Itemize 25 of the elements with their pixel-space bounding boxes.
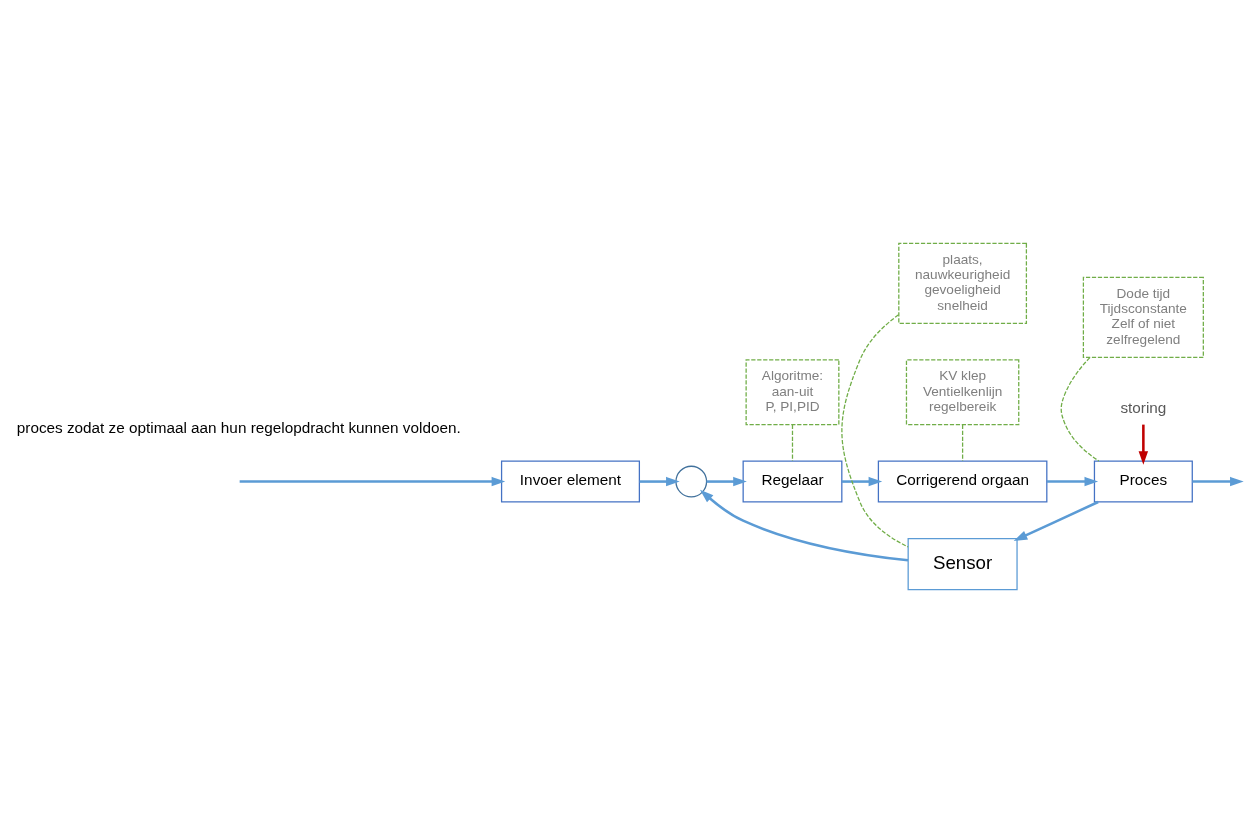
connector [1060,357,1100,462]
node-box: Sensor [907,537,1018,591]
arrow [639,476,680,487]
arrow [1013,500,1099,541]
arrow [239,476,506,487]
node-box: Dode tijd Tijdsconstante Zelf of niet zelfregelend [1082,276,1204,358]
connector [791,424,794,462]
node-box: Algoritme: aan-uit P, PI,PID [745,359,840,426]
node-box: plaats, nauwkeurigheid gevoeligheid snelheid [898,242,1028,324]
connector [961,424,964,462]
arrow [1046,476,1099,487]
node-box: Invoer element [500,460,640,503]
arrow [1192,476,1244,487]
arrow [706,476,747,487]
arrow [841,476,883,487]
connector [841,314,909,548]
node-box: KV klep Ventielkenlijn regelbereik [905,359,1020,426]
node-box: Corrigerend orgaan [877,460,1048,503]
node-text: storing [1120,399,1167,417]
node-circle [675,465,708,498]
node-box: Proces [1093,460,1193,503]
arrow [1138,424,1149,465]
node-box: Regelaar [742,460,843,503]
arrow [700,489,909,562]
label: proces zodat ze optimaal aan hun regelopdracht kunnen voldoen. [16,419,461,437]
